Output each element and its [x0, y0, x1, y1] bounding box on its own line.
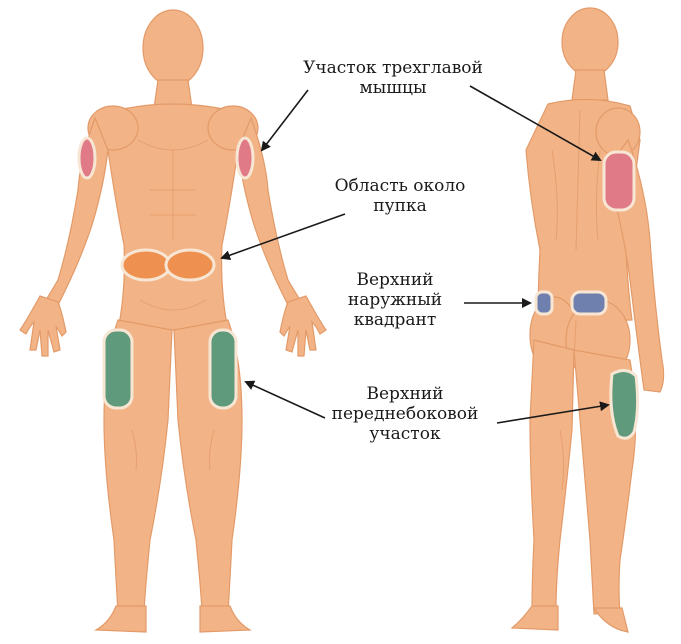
front-thigh-zone-left: [104, 330, 132, 408]
front-triceps-zone-left: [79, 138, 95, 178]
label-thigh-line-1: Верхний: [315, 384, 495, 404]
label-triceps-line-1: Участок трехглавой: [283, 58, 503, 78]
front-body-figure: [20, 10, 326, 632]
arrow-triceps-front: [262, 90, 308, 150]
label-anterolateral-thigh: Верхний переднебоковой участок: [315, 384, 495, 444]
label-quadrant-line-1: Верхний: [335, 270, 455, 290]
label-thigh-line-2: переднебоковой: [315, 404, 495, 424]
label-thigh-line-3: участок: [315, 424, 495, 444]
back-body-figure: [512, 8, 664, 632]
back-quadrant-zone-left: [536, 292, 552, 314]
front-navel-zone-right: [166, 250, 214, 280]
front-thigh-zone-right: [210, 330, 236, 408]
arrow-thigh-front: [246, 382, 325, 418]
front-triceps-zone-right: [237, 138, 253, 178]
label-navel-line-1: Область около: [310, 176, 490, 196]
back-thigh-zone: [611, 370, 638, 438]
label-navel-area: Область около пупка: [310, 176, 490, 216]
label-triceps-line-2: мышцы: [283, 78, 503, 98]
label-upper-outer-quadrant: Верхний наружный квадрант: [335, 270, 455, 330]
label-quadrant-line-3: квадрант: [335, 310, 455, 330]
back-quadrant-zone-right: [572, 292, 606, 314]
front-navel-zone-left: [122, 250, 170, 280]
arrow-navel: [222, 214, 345, 258]
back-triceps-zone: [604, 152, 634, 210]
label-triceps-site: Участок трехглавой мышцы: [283, 58, 503, 98]
label-navel-line-2: пупка: [310, 196, 490, 216]
label-quadrant-line-2: наружный: [335, 290, 455, 310]
